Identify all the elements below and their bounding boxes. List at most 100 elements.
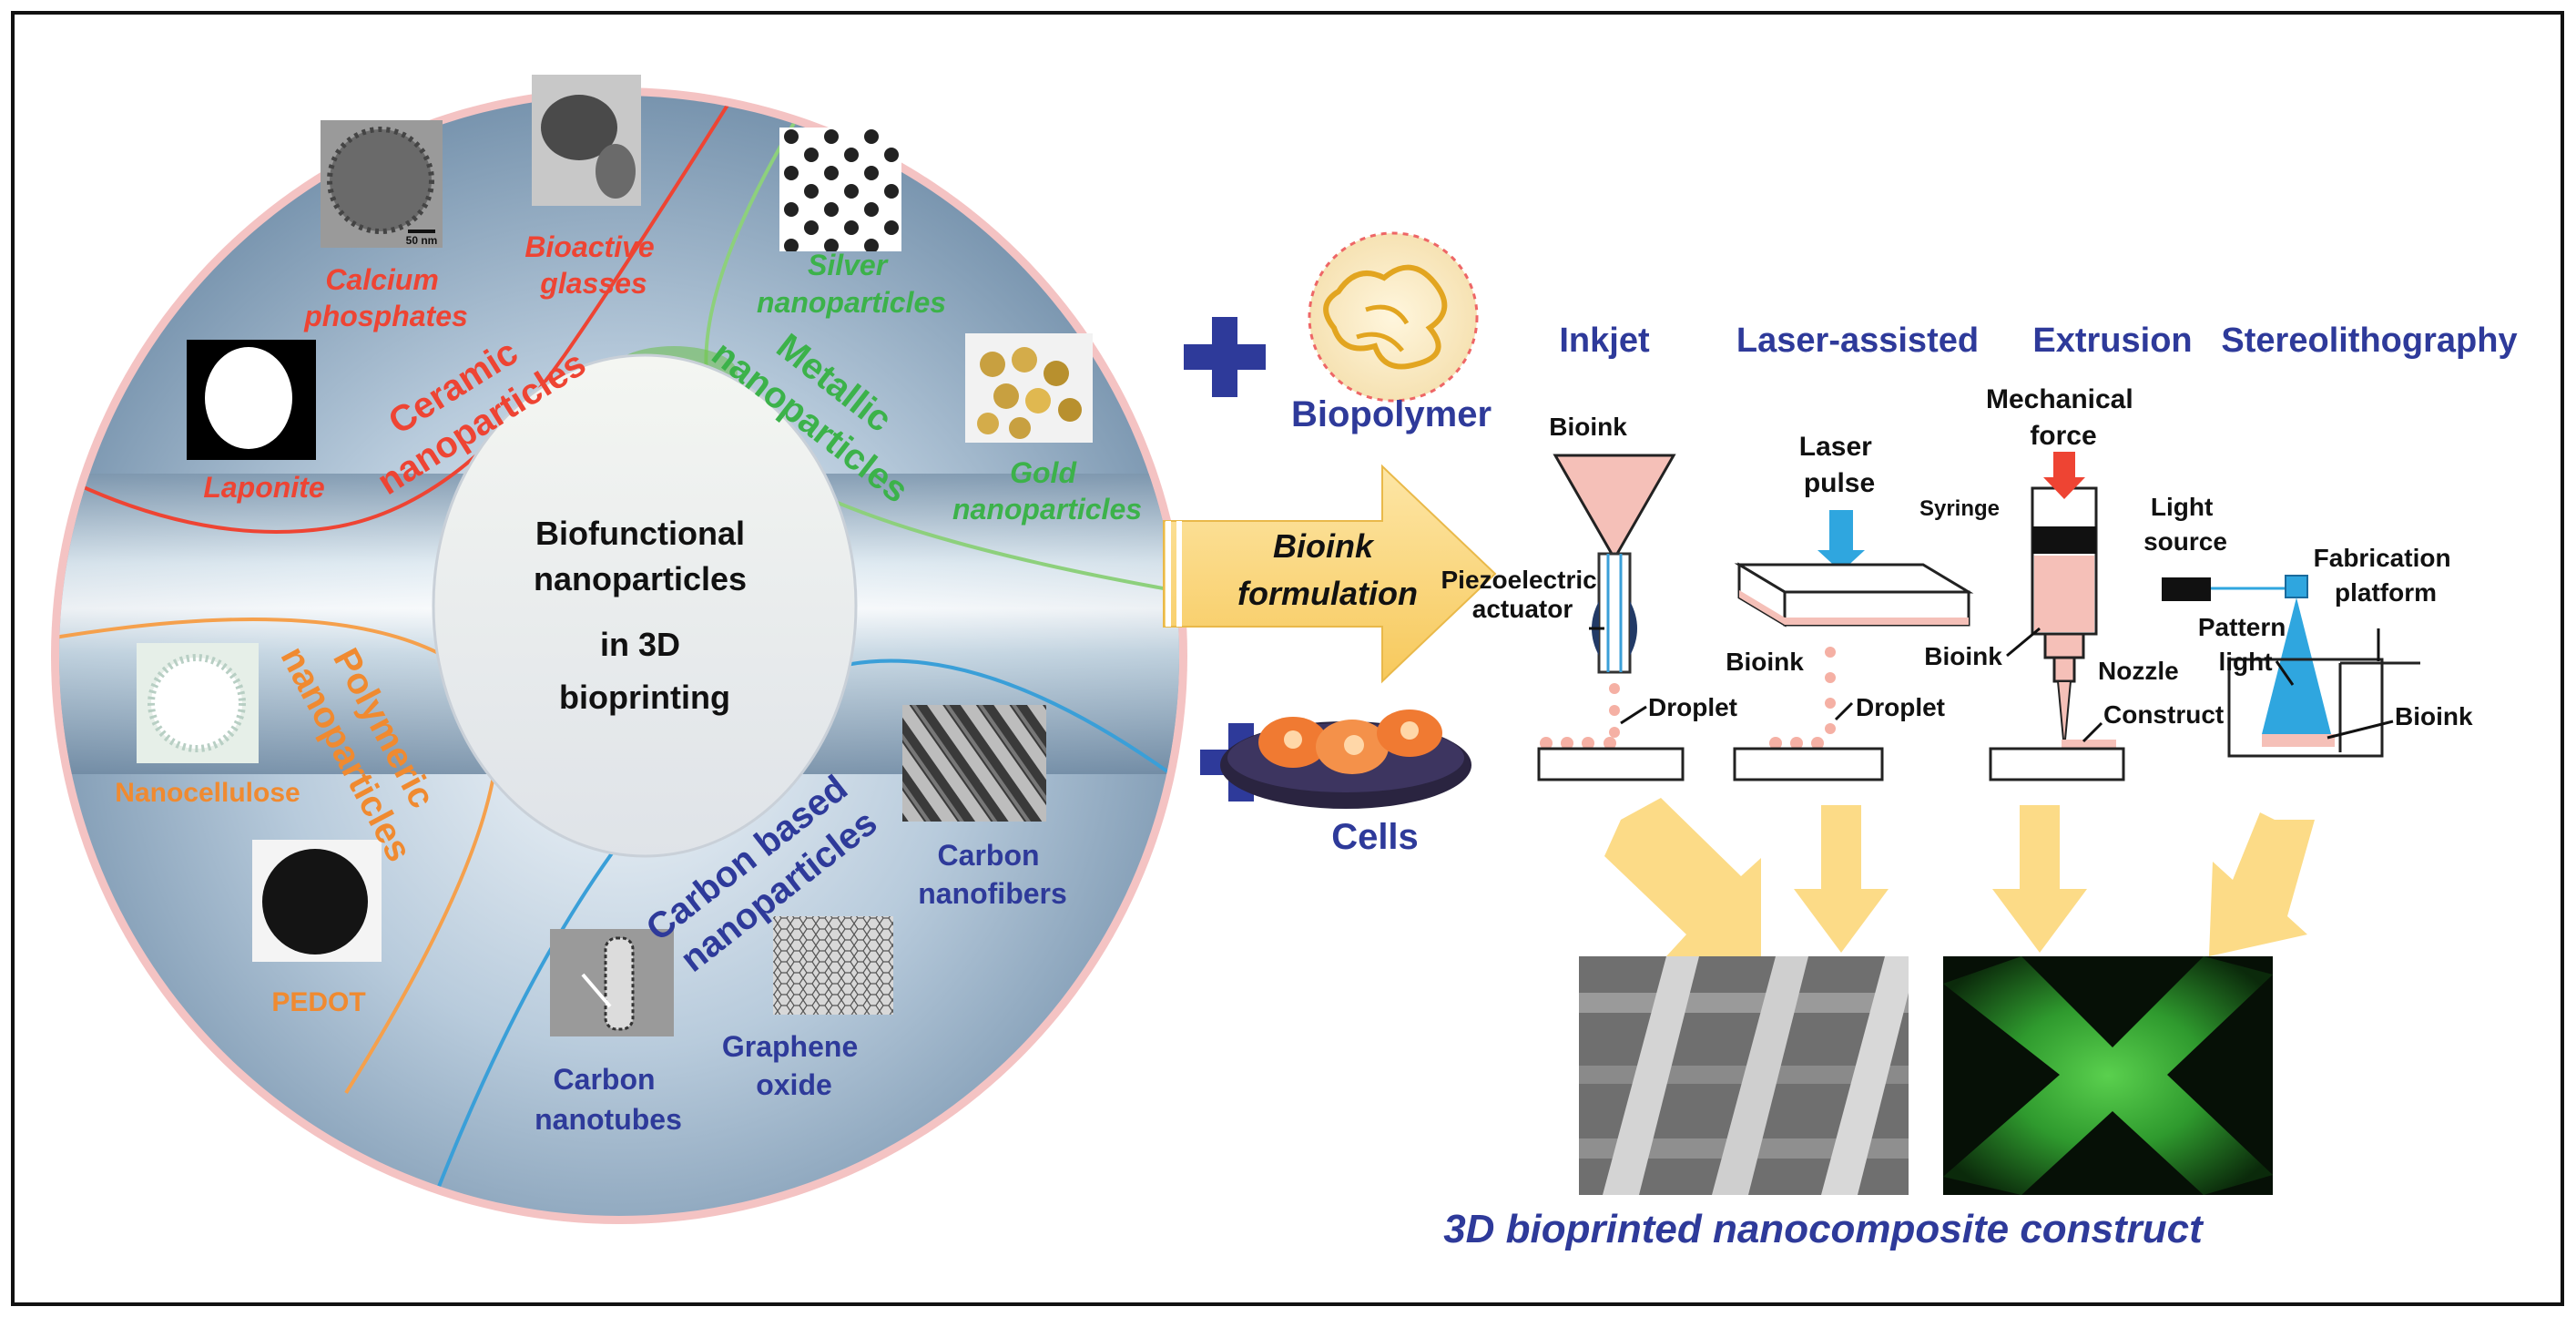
cell-nucleus bbox=[1400, 721, 1419, 740]
syringe-bioink bbox=[2034, 556, 2094, 632]
laser-droplet bbox=[1825, 723, 1836, 734]
bioink-formulation-arrow bbox=[1163, 464, 1497, 684]
laser-droplet bbox=[1790, 737, 1803, 750]
nanocellulose-label: Nanocellulose bbox=[115, 778, 300, 808]
calcium-phosphates-label: Calcium phosphates bbox=[303, 263, 468, 332]
laser-pulse-arrow-head bbox=[1817, 550, 1865, 572]
carbon-section: Carbon nanofibers Graphene oxide Carbon … bbox=[535, 705, 1067, 1136]
down-arrow bbox=[1794, 805, 1889, 953]
mechanical-force-label: Mechanical force bbox=[1986, 384, 2141, 451]
bioactive-glass-particle bbox=[541, 95, 617, 160]
laser-droplet bbox=[1825, 698, 1836, 709]
gold-particle bbox=[980, 352, 1005, 377]
sla-bioink-pointer bbox=[2327, 720, 2394, 740]
carbon-nanotubes-label: Carbon nanotubes bbox=[535, 1063, 682, 1136]
graphene-oxide-image bbox=[773, 916, 893, 1015]
method-titles: Inkjet Laser-assisted Extrusion Stereoli… bbox=[1559, 322, 2517, 360]
inkjet-droplet bbox=[1582, 737, 1594, 750]
pedot-label: PEDOT bbox=[271, 987, 365, 1017]
laser-droplet bbox=[1769, 737, 1782, 750]
sla-vat bbox=[2227, 658, 2384, 758]
inkjet-droplet bbox=[1609, 727, 1620, 738]
inkjet-droplet bbox=[1604, 737, 1616, 750]
syringe-label: Syringe bbox=[1919, 496, 2000, 521]
extrusion-bioink-label: Bioink bbox=[1924, 642, 2002, 670]
sla-bioink bbox=[2262, 734, 2335, 747]
carbon-nanotube bbox=[604, 936, 635, 1031]
mirror-box bbox=[2285, 575, 2308, 598]
force-arrow-head bbox=[2043, 477, 2085, 499]
force-arrow-shaft bbox=[2053, 452, 2075, 479]
bioactive-glass-particle-2 bbox=[596, 144, 636, 199]
gold-particle bbox=[1012, 347, 1037, 373]
center-title: Biofunctional nanoparticles in 3D biopri… bbox=[534, 515, 756, 716]
extrusion-diagram: Mechanical force Syringe Bioink Nozzle C… bbox=[1919, 384, 2224, 781]
carbon-nanofibers-label: Carbon nanofibers bbox=[918, 839, 1067, 910]
sla-bioink-label: Bioink bbox=[2395, 702, 2473, 730]
silver-nanoparticle-image bbox=[779, 128, 901, 251]
fabrication-platform-label: Fabrication platform bbox=[2314, 544, 2459, 607]
laser-droplet bbox=[1825, 647, 1836, 658]
construct-pointer bbox=[2082, 721, 2103, 743]
laponite-particle bbox=[205, 347, 292, 449]
gold-nanoparticles-label: Gold nanoparticles bbox=[952, 456, 1142, 526]
scale-bar-label: 50 nm bbox=[406, 234, 438, 247]
gold-particle bbox=[977, 413, 999, 434]
stereolithography-title: Stereolithography bbox=[2221, 322, 2517, 360]
laser-substrate bbox=[1733, 747, 1884, 781]
construct-label: Construct bbox=[2103, 700, 2224, 729]
inkjet-droplet bbox=[1561, 737, 1573, 750]
laser-assisted-diagram: Laser pulse Bioink Droplet bbox=[1726, 432, 1974, 781]
silver-nanoparticles-label: Silver nanoparticles bbox=[757, 249, 946, 319]
fluorescent-construct bbox=[1943, 956, 2273, 1195]
laser-pulse-label: Laser pulse bbox=[1799, 432, 1879, 498]
syringe-nozzle bbox=[2052, 656, 2076, 683]
down-arrow bbox=[1604, 798, 1761, 956]
result-arrows bbox=[1604, 798, 2315, 956]
laser-droplet bbox=[1825, 672, 1836, 683]
syringe-bioink-pointer bbox=[2006, 627, 2041, 658]
bioactive-glasses-label: Bioactive glasses bbox=[524, 230, 662, 300]
result-images bbox=[1579, 956, 2273, 1195]
laser-pulse-arrow-shaft bbox=[1829, 510, 1853, 552]
pattern-light-cone bbox=[2262, 597, 2331, 734]
inkjet-droplet bbox=[1609, 683, 1620, 694]
light-source-box bbox=[2162, 577, 2211, 601]
inner-circle bbox=[432, 353, 858, 858]
ceramic-divider-curve bbox=[59, 96, 767, 534]
extrusion-substrate bbox=[1989, 747, 2125, 781]
down-arrow bbox=[1992, 805, 2087, 953]
cell-nucleus bbox=[1344, 735, 1364, 755]
inkjet-droplet bbox=[1540, 737, 1553, 750]
stereolithography-diagram: Light source Fabrication platform Patter… bbox=[2143, 493, 2473, 758]
nanocellulose-particle bbox=[148, 654, 246, 752]
down-arrow bbox=[2209, 812, 2315, 956]
nanotube-pointer bbox=[581, 973, 612, 1008]
pattern-light-label: Pattern light bbox=[2198, 613, 2293, 676]
arrow-stripe bbox=[1166, 521, 1171, 627]
droplet-pointer bbox=[1834, 701, 1854, 721]
biopolymer-label: Biopolymer bbox=[1291, 394, 1492, 434]
gold-particle bbox=[1025, 388, 1051, 413]
droplet-pointer bbox=[1620, 705, 1647, 725]
inkjet-droplet-label: Droplet bbox=[1648, 693, 1737, 721]
polymeric-section: Nanocellulose PEDOT Polymeric nanopartic… bbox=[115, 640, 443, 1017]
bioink-formulation-section: Biopolymer Cells Bioink formulation bbox=[1163, 231, 1497, 857]
inkjet-diagram: Bioink Piezoelectric actuator Droplet bbox=[1441, 413, 1737, 781]
graphene-oxide-label: Graphene oxide bbox=[722, 1030, 866, 1101]
bioink-formulation-label: Bioink formulation bbox=[1237, 527, 1418, 612]
laser-bioink-label: Bioink bbox=[1726, 648, 1804, 676]
polymer-chain bbox=[1323, 264, 1448, 370]
inkjet-nozzle-tube bbox=[1597, 552, 1632, 674]
syringe-plunger bbox=[2032, 526, 2096, 554]
gold-particle bbox=[1044, 361, 1069, 386]
gold-particle bbox=[1009, 417, 1031, 439]
result-caption: 3D bioprinted nanocomposite construct bbox=[1443, 1207, 2204, 1251]
pattern-light-pointer bbox=[2275, 660, 2295, 686]
laser-droplet-label: Droplet bbox=[1856, 693, 1945, 721]
light-source-label: Light source bbox=[2143, 493, 2227, 556]
carbon-nanofiber-image bbox=[902, 705, 1046, 822]
pedot-particle bbox=[262, 849, 368, 955]
inkjet-title: Inkjet bbox=[1559, 322, 1650, 360]
laser-assisted-title: Laser-assisted bbox=[1736, 322, 1979, 360]
